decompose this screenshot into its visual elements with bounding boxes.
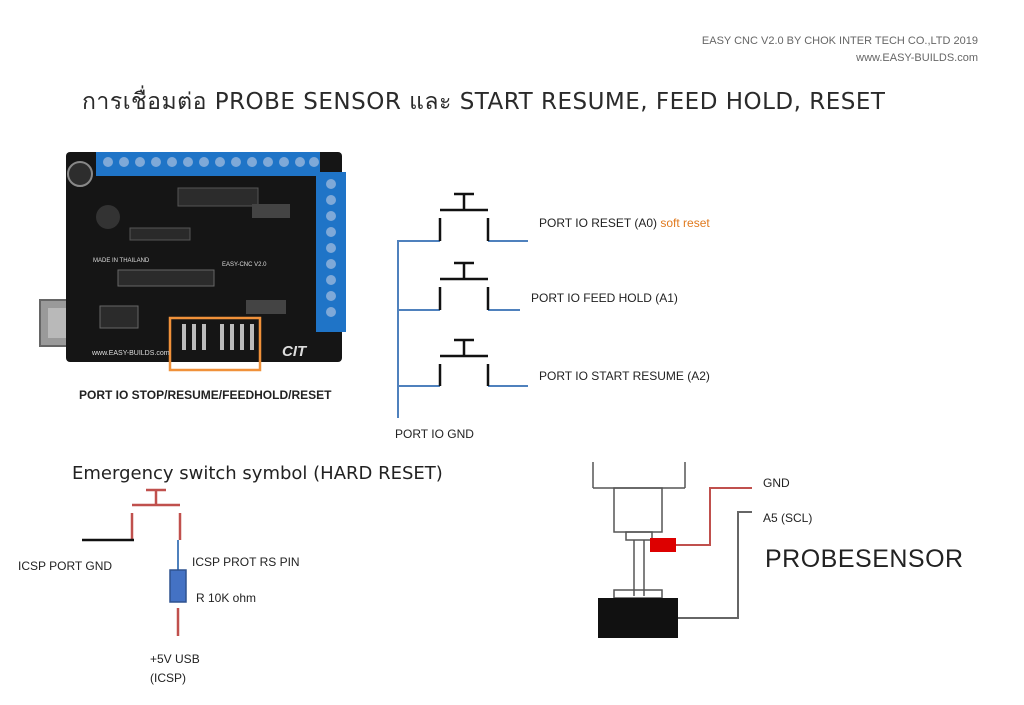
capacitor [67, 161, 93, 187]
soft-reset-note: soft reset [660, 216, 710, 230]
emergency-switch-symbol [130, 488, 182, 636]
touch-plate [598, 598, 678, 638]
icsp-rst-label: ICSP PROT RS PIN [192, 555, 300, 569]
usb-5v-label: +5V USB [150, 652, 200, 666]
start-switch-symbol [438, 338, 490, 386]
gnd-port-label: PORT IO GND [395, 427, 474, 441]
probe-scl-label: A5 (SCL) [763, 511, 813, 525]
crystal [96, 205, 120, 229]
silk-logo: CIT [282, 343, 308, 360]
icsp-label: (ICSP) [150, 671, 186, 685]
resistor-label: R 10K ohm [196, 591, 257, 605]
icsp-gnd-label: ICSP PORT GND [18, 559, 113, 573]
reset-port-text: PORT IO RESET (A0) [539, 216, 658, 230]
silk-made-text: MADE IN THAILAND [93, 258, 150, 264]
main-mcu-chip [117, 269, 215, 287]
credit-line-2: www.EASY-BUILDS.com [856, 52, 978, 64]
reset-port-label: PORT IO RESET (A0) soft reset [539, 216, 710, 230]
credit-line-1: EASY CNC V2.0 BY CHOK INTER TECH CO.,LTD… [701, 35, 978, 47]
reset-switch-symbol [438, 192, 490, 241]
probe-clip [650, 538, 676, 552]
feedhold-port-label: PORT IO FEED HOLD (A1) [531, 291, 678, 305]
feedhold-switch-symbol [438, 261, 490, 310]
resistor-symbol [169, 569, 187, 603]
probe-gnd-label: GND [763, 476, 790, 490]
board-caption: PORT IO STOP/RESUME/FEEDHOLD/RESET [79, 388, 332, 402]
probe-title: PROBESENSOR [765, 545, 964, 573]
port-io-highlight-box [168, 316, 262, 372]
silk-url-text: www.EASY-BUILDS.com [91, 350, 170, 357]
probe-scl-wire [678, 511, 752, 619]
spindle-body [592, 462, 686, 599]
silk-model-text: EASY-CNC V2.0 [222, 262, 267, 268]
start-port-label: PORT IO START RESUME (A2) [539, 369, 710, 383]
emergency-title: Emergency switch symbol (HARD RESET) [72, 463, 443, 484]
page-title: การเชื่อมต่อ PROBE SENSOR และ START RESU… [82, 89, 886, 115]
driver-chip-row [177, 187, 259, 207]
usb-chip [99, 305, 139, 329]
gnd-wire [397, 240, 440, 418]
probe-gnd-wire [676, 487, 752, 546]
